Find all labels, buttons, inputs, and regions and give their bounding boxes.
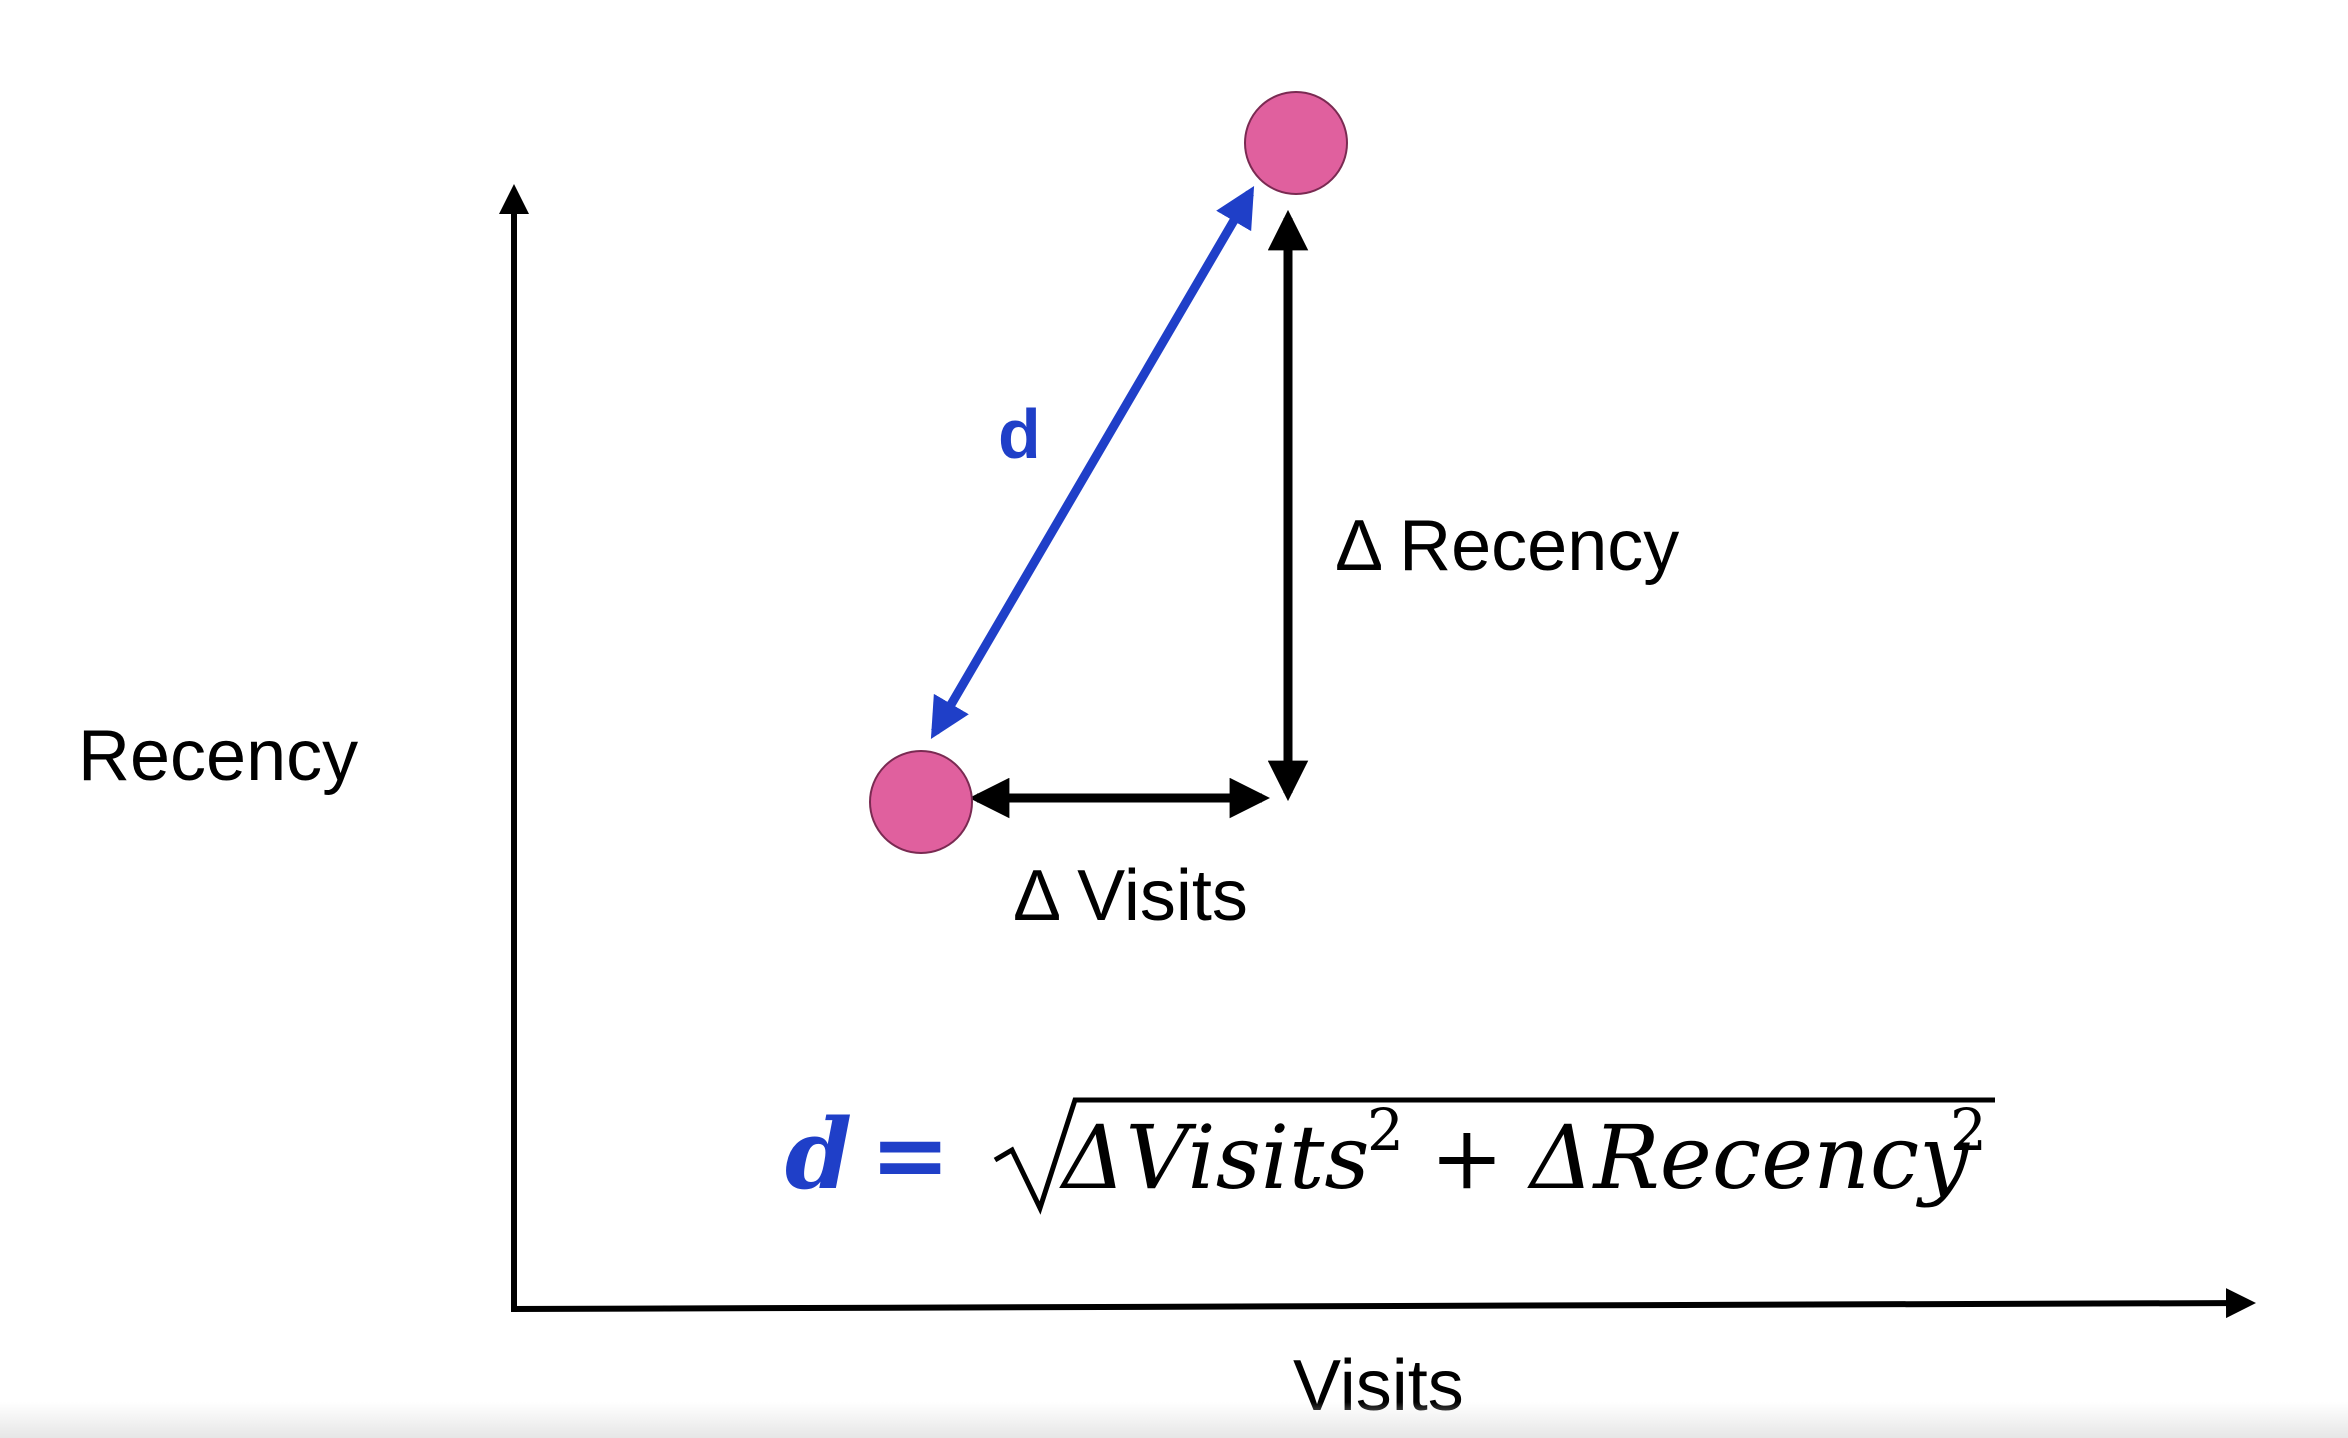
formula-term1-exponent: 2 bbox=[1367, 1096, 1404, 1164]
point-bottom bbox=[869, 750, 973, 854]
formula-lhs: d bbox=[785, 1098, 852, 1211]
delta-recency-label: Δ Recency bbox=[1335, 506, 1679, 586]
formula-term2-exponent: 2 bbox=[1950, 1096, 1987, 1164]
formula-equals: = bbox=[870, 1098, 950, 1211]
point-top bbox=[1244, 91, 1348, 195]
delta-visits-label: Δ Visits bbox=[1013, 856, 1248, 936]
distance-label: d bbox=[998, 395, 1041, 473]
formula-term2: ΔRecency bbox=[1527, 1106, 1970, 1209]
bottom-fade bbox=[0, 1402, 2348, 1438]
radical-sign bbox=[993, 1097, 1995, 1215]
y-axis-label: Recency bbox=[78, 716, 358, 796]
formula-plus: + bbox=[1430, 1106, 1504, 1209]
formula-term1: ΔVisits bbox=[1059, 1106, 1370, 1209]
distance-formula: d = ΔVisits 2 + ΔRecency 2 bbox=[785, 1096, 1995, 1215]
distance-arrow bbox=[930, 186, 1255, 739]
x-axis bbox=[510, 1288, 2256, 1319]
